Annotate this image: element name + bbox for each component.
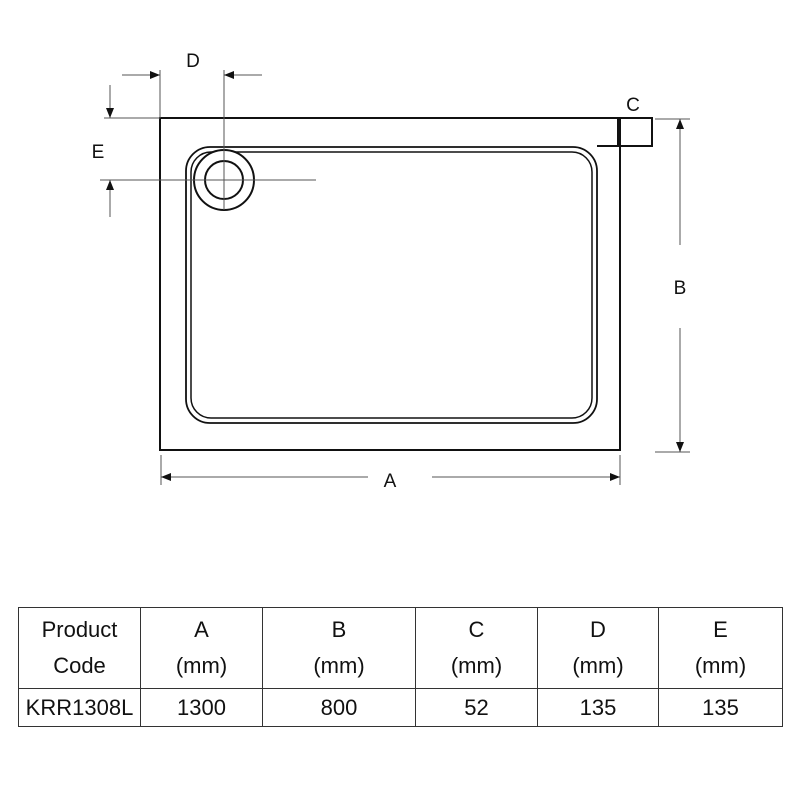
upstand-c [597, 117, 653, 147]
header-a: A(mm) [140, 607, 263, 689]
cell-e: 135 [658, 688, 783, 727]
header-c: C(mm) [415, 607, 538, 689]
cell-c: 52 [415, 688, 538, 727]
cell-product-code: KRR1308L [18, 688, 141, 727]
header-d: D(mm) [537, 607, 659, 689]
table-row: KRR1308L 1300 800 52 135 135 [18, 688, 783, 727]
cell-d: 135 [537, 688, 659, 727]
label-c: C [626, 95, 640, 116]
shower-tray-diagram: D E C B A [92, 51, 690, 492]
label-b: B [674, 278, 687, 299]
tray-outline [159, 117, 621, 451]
tray-basin-outer [185, 146, 598, 424]
cell-a: 1300 [140, 688, 263, 727]
tray-basin-inner [190, 151, 593, 419]
header-e: E(mm) [658, 607, 783, 689]
cell-b: 800 [262, 688, 416, 727]
label-e: E [92, 142, 105, 163]
header-b: B(mm) [262, 607, 416, 689]
label-d: D [186, 51, 200, 72]
label-a: A [384, 471, 397, 492]
